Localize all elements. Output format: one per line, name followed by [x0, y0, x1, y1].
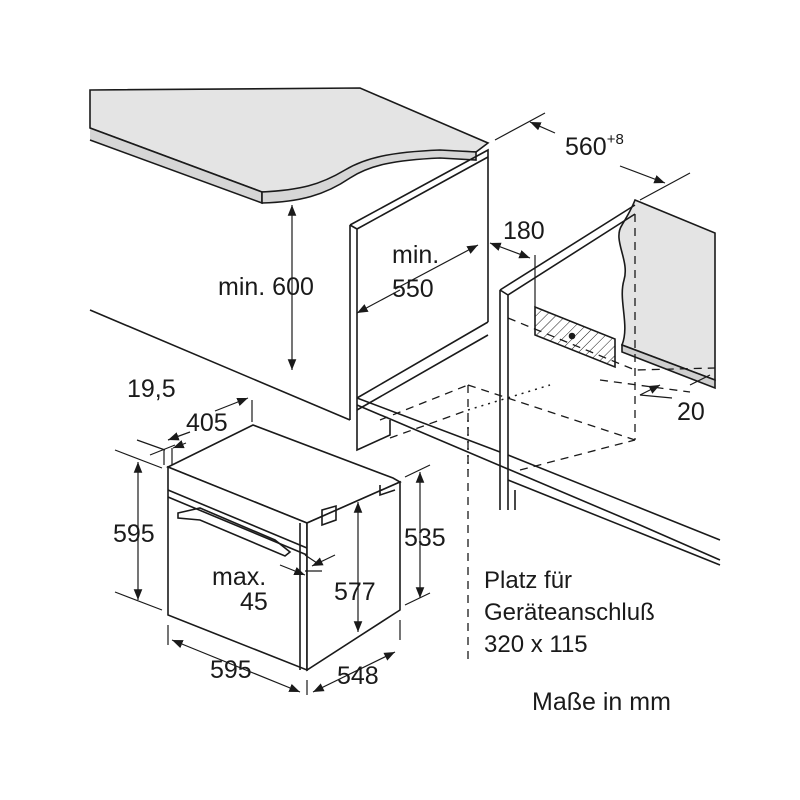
left-countertop	[89, 87, 490, 205]
connection-note-line2: Geräteanschluß	[484, 599, 655, 626]
inner-height-label: 577	[334, 578, 376, 606]
min-depth-text: min.	[392, 241, 440, 269]
oven-height-label: 595	[113, 520, 155, 548]
connection-offset-label: 180	[503, 217, 545, 245]
units-note: Maße in mm	[532, 688, 671, 716]
front-offset-label: 19,5	[127, 375, 176, 403]
niche-width-value: 560	[565, 133, 607, 161]
connection-note-line1: Platz für	[484, 567, 573, 594]
rear-gap-label: 20	[677, 398, 705, 426]
side-height-label: 535	[404, 524, 446, 552]
min-depth-value: 550	[392, 275, 434, 303]
right-countertop	[618, 198, 716, 390]
min-height-label: min. 600	[218, 273, 314, 301]
oven-width-label: 595	[210, 656, 252, 684]
oven-depth-label: 548	[337, 662, 379, 690]
dimension-lines	[114, 112, 711, 695]
max-value: 45	[240, 588, 268, 616]
panel-depth-label: 405	[186, 409, 228, 437]
niche-width-label: 560+8	[565, 132, 624, 161]
niche-width-tolerance: +8	[606, 131, 624, 148]
connection-note: Platz für Geräteanschluß 320 x 115	[484, 565, 655, 661]
oven-drawing	[166, 424, 402, 672]
connection-note-line3: 320 x 115	[484, 631, 588, 658]
max-label: max.	[212, 563, 267, 591]
